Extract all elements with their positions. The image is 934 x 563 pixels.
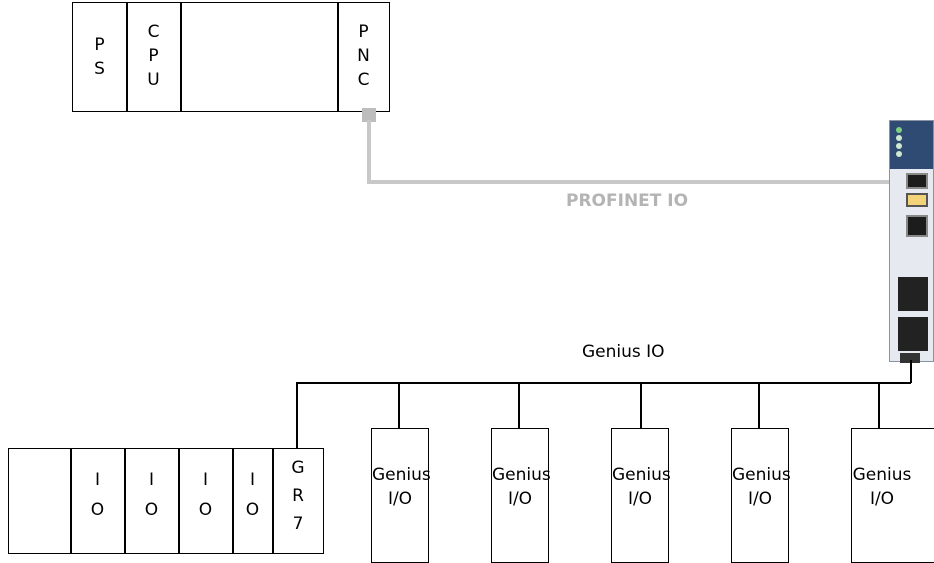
bottom-rack-divider [272,448,274,554]
ethernet-port-icon [906,215,928,237]
cpu-slot-line-2: P [148,46,159,66]
bottom-rack [8,448,324,554]
io-slot-line-1: I [249,470,255,490]
genius-io-label: Genius I/O [372,465,431,509]
pnc-slot: P N C [338,3,389,111]
io-slot: I O [71,449,124,553]
top-rack-divider [126,2,128,112]
profinet-cable-vertical [367,120,371,184]
genius-io-block: Genius I/O [491,428,551,563]
cpu-slot: C P U [127,3,180,111]
io-slot-line-2: O [245,500,260,520]
empty-slot [181,3,337,111]
pnc-slot-line-3: C [357,70,370,90]
device-foot [900,353,920,363]
genius-bus-drop-from-device [910,360,912,383]
io-slot-line-1: I [94,470,100,490]
ps-slot-line-2: S [94,59,105,79]
genius-io-block: Genius I/O [851,428,934,563]
io-slot-line-2: O [198,500,213,520]
genius-io-label: Genius I/O [612,465,671,509]
genius-io-block: Genius I/O [731,428,791,563]
remote-gateway-device [889,120,934,363]
gr7-slot-line-3: 7 [292,514,304,534]
bottom-rack-divider [232,448,234,554]
genius-bus [296,382,911,384]
io-slot-line-2: O [90,500,105,520]
genius-bus-drop [758,382,760,428]
gr7-slot-line-2: R [292,486,304,506]
io-slot-line-2: O [144,500,159,520]
ethernet-port-icon [906,173,928,189]
cpu-slot-line-3: U [147,70,160,90]
io-slot: I O [125,449,178,553]
ethernet-port-icon [906,193,928,207]
genius-io-label: Genius I/O [492,465,551,509]
status-led-icon [896,135,902,141]
connector-icon [898,317,928,351]
genius-bus-drop [296,382,298,448]
genius-io-block: Genius I/O [371,428,431,563]
genius-bus-drop [398,382,400,428]
gr7-slot-line-1: G [291,458,305,478]
status-led-icon [896,127,902,133]
genius-bus-drop [640,382,642,428]
io-slot-line-1: I [148,470,154,490]
status-led-icon [896,143,902,149]
gr7-slot: G R 7 [273,449,323,553]
genius-io-label: Genius IO [582,342,665,362]
top-rack-divider [337,2,339,112]
bottom-rack-divider [178,448,180,554]
pnc-slot-line-1: P [358,22,369,42]
io-slot: I O [179,449,232,553]
genius-io-block: Genius I/O [611,428,671,563]
genius-io-label: Genius I/O [852,465,912,509]
genius-io-label: Genius I/O [732,465,791,509]
ps-slot: P S [73,3,126,111]
cpu-slot-line-1: C [147,22,160,42]
connector-icon [898,277,928,311]
status-led-icon [896,151,902,157]
genius-bus-drop [518,382,520,428]
top-rack-divider [180,2,182,112]
io-slot: I O [233,449,272,553]
pnc-slot-line-2: N [357,46,370,66]
profinet-cable-horizontal [367,180,907,184]
bottom-rack-divider [124,448,126,554]
bottom-rack-divider [70,448,72,554]
profinet-label: PROFINET IO [566,191,689,211]
pnc-port [362,108,376,122]
genius-bus-drop [878,382,880,428]
ps-slot-line-1: P [94,35,105,55]
io-slot-line-1: I [202,470,208,490]
